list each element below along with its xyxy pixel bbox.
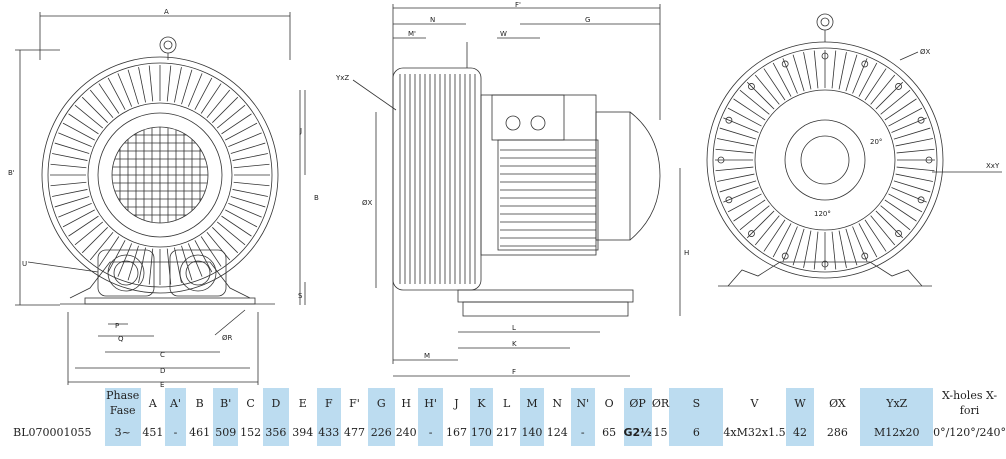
label-A: A <box>164 8 169 16</box>
value-cell: 217 <box>496 425 518 439</box>
value-cell: 477 <box>343 425 365 439</box>
label-angle-120: 120° <box>814 210 831 218</box>
label-U: U <box>22 260 27 268</box>
value-cell: 286 <box>826 425 848 439</box>
value-cell: G2½ <box>623 418 652 446</box>
column-header: H <box>401 396 411 410</box>
label-X-diam: ØX <box>362 199 373 207</box>
label-E: E <box>160 381 164 389</box>
value-cell: 6 <box>669 418 724 446</box>
column-header: E <box>298 396 307 410</box>
value-cell: 140 <box>520 418 544 446</box>
label-XxY: XxY <box>986 162 1000 170</box>
label-rear-X-diam: ØX <box>920 48 931 56</box>
value-cell: 152 <box>240 425 262 439</box>
column-header: L <box>503 396 511 410</box>
label-angle-20: 20° <box>870 138 882 146</box>
value-cell: 15 <box>653 425 668 439</box>
column-header: G <box>368 388 395 418</box>
column-header: ØR <box>651 396 670 410</box>
label-N: N <box>430 16 435 24</box>
column-header: Phase Fase <box>104 388 141 418</box>
column-header: A <box>148 396 157 410</box>
column-header: A' <box>164 388 187 418</box>
column-header: C <box>246 396 255 410</box>
column-header: S <box>669 388 724 418</box>
label-J: J <box>299 127 302 135</box>
label-D: D <box>160 367 165 375</box>
label-L: L <box>512 324 516 332</box>
column-header: J <box>454 396 459 410</box>
header-spacer <box>0 388 105 418</box>
value-cell: 509 <box>213 418 239 446</box>
value-cell: 394 <box>292 425 314 439</box>
value-cell: 3~ <box>104 418 141 446</box>
label-K: K <box>512 340 517 348</box>
value-cell: 226 <box>368 418 395 446</box>
value-cell: 4xM32x1.5 <box>723 425 786 439</box>
column-header: N' <box>570 388 595 418</box>
value-cell: - <box>164 418 187 446</box>
column-header: N <box>552 396 563 410</box>
label-YxZ: YxZ <box>335 74 349 82</box>
label-S: S <box>298 292 303 300</box>
column-header: W <box>785 388 815 418</box>
value-cell: 170 <box>469 418 494 446</box>
label-G: G <box>585 16 590 24</box>
column-header: ØP <box>623 388 652 418</box>
value-cell: - <box>570 418 595 446</box>
label-M: M <box>424 352 430 360</box>
value-cell: 240 <box>395 425 417 439</box>
label-Q: Q <box>118 335 124 343</box>
value-cell: 461 <box>189 425 211 439</box>
value-cell: - <box>417 418 444 446</box>
label-F: F <box>512 368 516 376</box>
column-header: X-holes X-fori <box>941 389 998 417</box>
label-R-diam: ØR <box>222 334 233 342</box>
side-view <box>352 4 681 377</box>
column-header: D <box>263 388 289 418</box>
label-C: C <box>160 351 165 359</box>
column-header: H' <box>417 388 444 418</box>
value-cell: 0°/120°/240° <box>933 425 1006 439</box>
label-H: H <box>684 249 689 257</box>
technical-drawing: A B' J B S U P Q C D E ØR F' N M' G W Yx… <box>8 1 1002 389</box>
value-cell: 167 <box>445 425 467 439</box>
column-header: B <box>195 396 204 410</box>
column-header: YxZ <box>860 388 934 418</box>
rear-view <box>706 13 1002 287</box>
label-P: P <box>115 322 119 330</box>
label-W: W <box>500 30 507 38</box>
value-cell: M12x20 <box>860 418 934 446</box>
column-header: V <box>750 396 759 410</box>
drawing-labels: A B' J B S U P Q C D E ØR F' N M' G W Yx… <box>8 1 1000 389</box>
model-cell: BL070001055 <box>13 425 92 439</box>
value-cell: 356 <box>263 418 289 446</box>
label-B-prime: B' <box>8 169 15 177</box>
column-header: K <box>469 388 494 418</box>
value-cell: 451 <box>142 425 164 439</box>
column-header: F <box>316 388 341 418</box>
label-M-prime: M' <box>408 30 416 38</box>
column-header: M <box>520 388 544 418</box>
front-view <box>15 12 306 385</box>
value-cell: 65 <box>602 425 617 439</box>
column-header: B' <box>213 388 239 418</box>
value-cell: 433 <box>316 418 341 446</box>
column-header: O <box>604 396 614 410</box>
value-cell: 124 <box>546 425 568 439</box>
column-header: F' <box>349 396 360 410</box>
label-F-prime: F' <box>515 1 521 9</box>
label-B: B <box>314 194 319 202</box>
column-header: ØX <box>829 396 846 410</box>
value-cell: 42 <box>785 418 815 446</box>
